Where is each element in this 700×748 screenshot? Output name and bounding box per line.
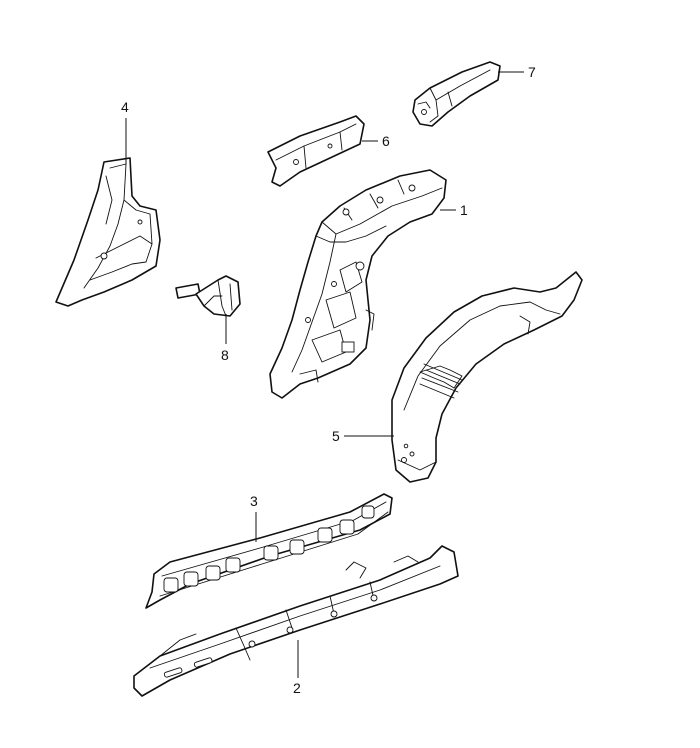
part-7[interactable] bbox=[412, 61, 501, 127]
callout-5: 5 bbox=[332, 428, 340, 444]
callout-4: 4 bbox=[121, 99, 129, 115]
part-2[interactable] bbox=[133, 545, 459, 697]
callout-labels: 1 2 3 4 5 6 7 8 bbox=[121, 64, 536, 696]
callout-7: 7 bbox=[528, 64, 536, 80]
part-3[interactable] bbox=[145, 493, 393, 609]
callout-2: 2 bbox=[293, 680, 301, 696]
callout-3: 3 bbox=[250, 493, 258, 509]
part-4[interactable] bbox=[55, 157, 161, 307]
part-6[interactable] bbox=[267, 115, 365, 187]
callout-6: 6 bbox=[382, 133, 390, 149]
part-5[interactable] bbox=[391, 271, 583, 483]
part-8[interactable] bbox=[175, 275, 241, 317]
callout-8: 8 bbox=[221, 347, 229, 363]
part-1[interactable] bbox=[269, 169, 447, 399]
sill-holes bbox=[163, 505, 375, 593]
callout-1: 1 bbox=[460, 202, 468, 218]
leader-lines bbox=[125, 71, 524, 678]
